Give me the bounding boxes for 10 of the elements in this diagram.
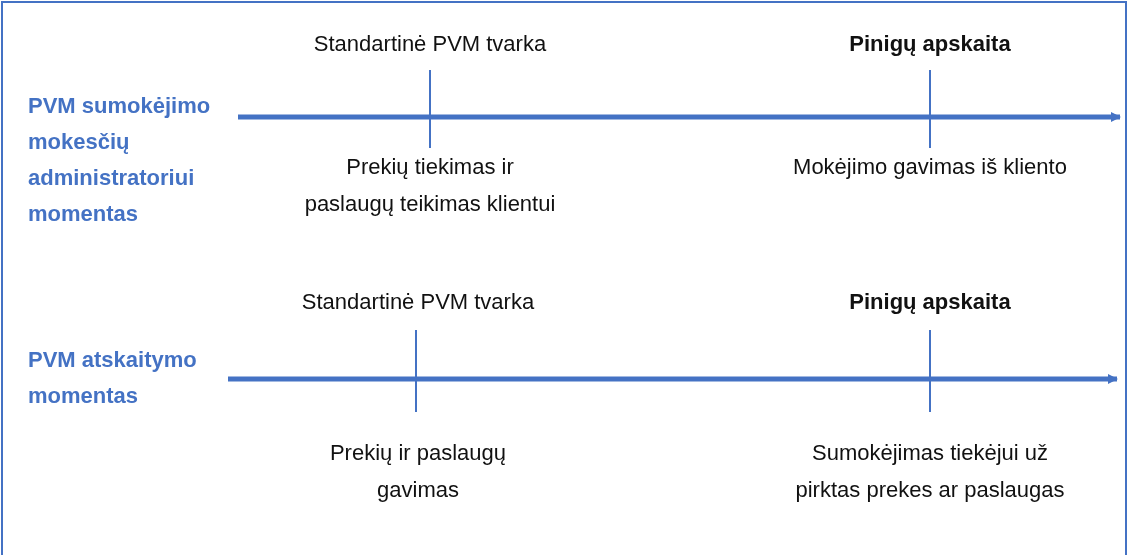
scheme-label: Standartinė PVM tvarka <box>300 288 536 316</box>
scheme-label: Standartinė PVM tvarka <box>312 30 548 58</box>
event-label: Prekių ir paslaugų gavimas <box>328 439 508 504</box>
event-label: Sumokėjimas tiekėjui už pirktas prekes ar paslaugas <box>794 439 1066 504</box>
scheme-label: Pinigų apskaita <box>848 30 1012 58</box>
row-heading: PVM sumokėjimo mokesčių administratoriui momentas <box>28 92 212 228</box>
row-heading: PVM atskaitymo momentas <box>28 346 198 410</box>
event-label: Mokėjimo gavimas iš kliento <box>792 153 1068 181</box>
scheme-label: Pinigų apskaita <box>848 288 1012 316</box>
event-label: Prekių tiekimas ir paslaugų teikimas klientui <box>303 153 557 218</box>
